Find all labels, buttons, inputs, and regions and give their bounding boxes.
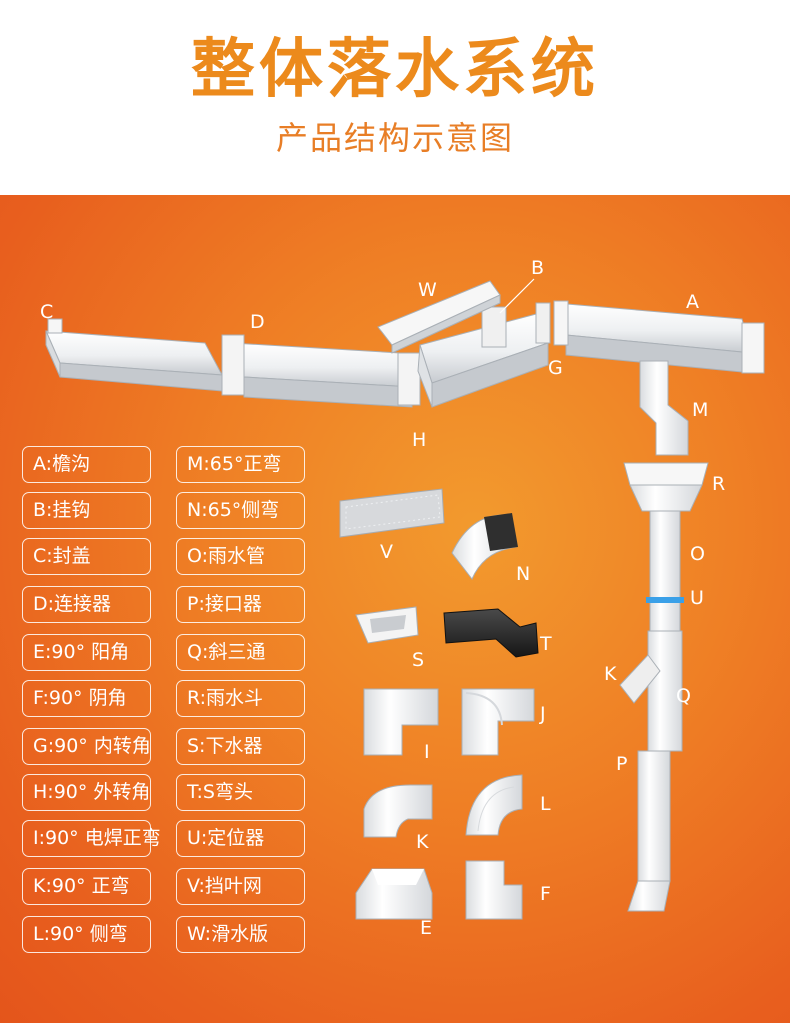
legend-item-r: R:雨水斗 [176, 680, 305, 717]
part-label-v: V [380, 541, 393, 563]
side-bend-l [465, 774, 523, 836]
part-label-e: E [420, 917, 433, 939]
product-illustration [45, 278, 765, 920]
legend-item-k: K:90° 正弯 [22, 868, 151, 905]
downpipe-system [619, 360, 709, 912]
gutter-middle-d [221, 334, 421, 408]
legend-item-d: D:连接器 [22, 586, 151, 623]
elbow-j [461, 688, 535, 756]
legend-item-w: W:滑水版 [176, 916, 305, 953]
legend-item-f: F:90° 阴角 [22, 680, 151, 717]
legend-item-e: E:90° 阳角 [22, 634, 151, 671]
legend-item-i: I:90° 电焊正弯 [22, 820, 161, 857]
legend-item-t: T:S弯头 [176, 774, 305, 811]
part-label-c: C [40, 301, 54, 323]
legend-item-m: M:65°正弯 [176, 446, 305, 483]
page-title: 整体落水系统 [191, 33, 599, 107]
page-subtitle: 产品结构示意图 [275, 119, 514, 157]
outlet-s [355, 606, 419, 644]
legend-item-h: H:90° 外转角 [22, 774, 151, 811]
corner-assembly-h-g [417, 302, 551, 408]
legend-item-g: G:90° 内转角 [22, 728, 151, 765]
inner-angle-f [465, 860, 523, 920]
legend-item-s: S:下水器 [176, 728, 305, 765]
legend-item-n: N:65°侧弯 [176, 492, 305, 529]
part-label-g: G [548, 357, 563, 379]
legend-item-q: Q:斜三通 [176, 634, 305, 671]
part-label-u: U [690, 587, 704, 609]
drip-board-w [377, 280, 501, 354]
bend-k [363, 784, 433, 838]
legend-item-v: V:挡叶网 [176, 868, 305, 905]
part-label-w: W [418, 279, 437, 301]
part-label-k: K [416, 831, 429, 853]
gutter-left-c [45, 318, 223, 392]
legend-item-l: L:90° 侧弯 [22, 916, 151, 953]
part-label-n: N [516, 563, 531, 585]
part-label-a: A [686, 291, 699, 313]
part-label-m: M [692, 399, 709, 421]
part-label-r: R [712, 473, 726, 495]
part-label-s: S [412, 649, 425, 671]
hook-pointer-line [499, 278, 535, 314]
part-label-d: D [250, 311, 265, 333]
gutter-right-a [553, 300, 765, 374]
welded-elbow-i [363, 688, 439, 756]
part-label-j: J [540, 703, 546, 725]
part-label-l: L [540, 793, 551, 815]
part-label-o: O [690, 543, 705, 565]
part-label-f: F [540, 883, 551, 905]
legend-item-u: U:定位器 [176, 820, 305, 857]
legend-item-p: P:接口器 [176, 586, 305, 623]
leaf-guard-v [339, 488, 445, 538]
locator-band [646, 597, 684, 603]
part-label-h: H [412, 429, 427, 451]
legend-item-b: B:挂钩 [22, 492, 151, 529]
s-bend-t [443, 608, 539, 658]
side-bend-n [451, 513, 518, 580]
part-label-q: Q [676, 685, 691, 707]
part-label-i: I [424, 741, 430, 763]
legend-item-c: C:封盖 [22, 538, 151, 575]
part-label-b: B [531, 257, 545, 279]
legend-item-a: A:檐沟 [22, 446, 151, 483]
outer-angle-e [355, 868, 433, 920]
part-label-p: P [616, 753, 628, 775]
part-label-k-pipe: K [604, 663, 617, 685]
legend-item-o: O:雨水管 [176, 538, 305, 575]
part-label-t: T [540, 633, 552, 655]
header: 整体落水系统 产品结构示意图 [0, 0, 790, 195]
